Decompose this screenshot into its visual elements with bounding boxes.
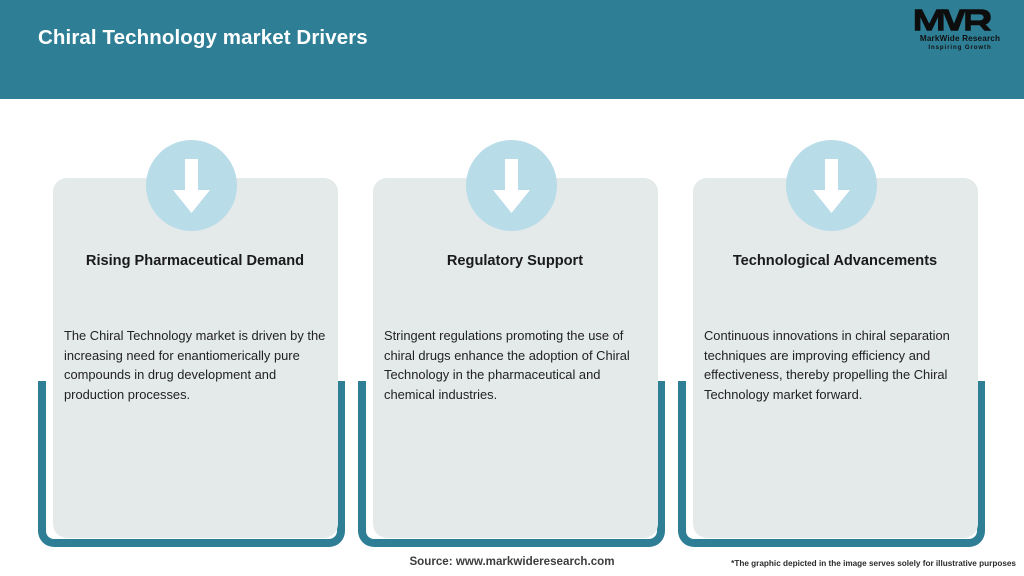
header-bar: Chiral Technology market Drivers MarkWid… <box>0 0 1024 99</box>
page-title: Chiral Technology market Drivers <box>38 26 368 49</box>
footer-source: Source: www.markwideresearch.com <box>409 555 615 568</box>
footer-disclaimer: *The graphic depicted in the image serve… <box>731 559 1016 568</box>
markwide-research-logo: MarkWide Research Inspiring Growth <box>908 6 1012 58</box>
driver-icon-badge <box>466 140 557 231</box>
driver-icon-badge <box>786 140 877 231</box>
down-arrow-icon <box>493 158 530 213</box>
down-arrow-icon <box>173 158 210 213</box>
driver-card-title: Rising Pharmaceutical Demand <box>85 253 305 269</box>
driver-card-body: Continuous innovations in chiral separat… <box>704 328 950 402</box>
driver-card: Rising Pharmaceutical Demand The Chiral … <box>53 178 338 538</box>
down-arrow-icon <box>813 158 850 213</box>
card-frame <box>358 381 665 547</box>
logo-company-name: MarkWide Research <box>919 34 1001 43</box>
logo-tagline: Inspiring Growth <box>928 44 992 51</box>
driver-icon-badge <box>146 140 237 231</box>
driver-card: Technological Advancements Continuous in… <box>693 178 978 538</box>
card-frame <box>678 381 985 547</box>
card-frame <box>38 381 345 547</box>
driver-card-body: The Chiral Technology market is driven b… <box>64 328 326 402</box>
driver-card-title: Regulatory Support <box>446 253 584 269</box>
driver-card-body: Stringent regulations promoting the use … <box>384 328 630 402</box>
driver-card-title: Technological Advancements <box>732 253 938 269</box>
mwr-logo-icon <box>914 9 992 31</box>
driver-card: Regulatory Support Stringent regulations… <box>373 178 658 538</box>
